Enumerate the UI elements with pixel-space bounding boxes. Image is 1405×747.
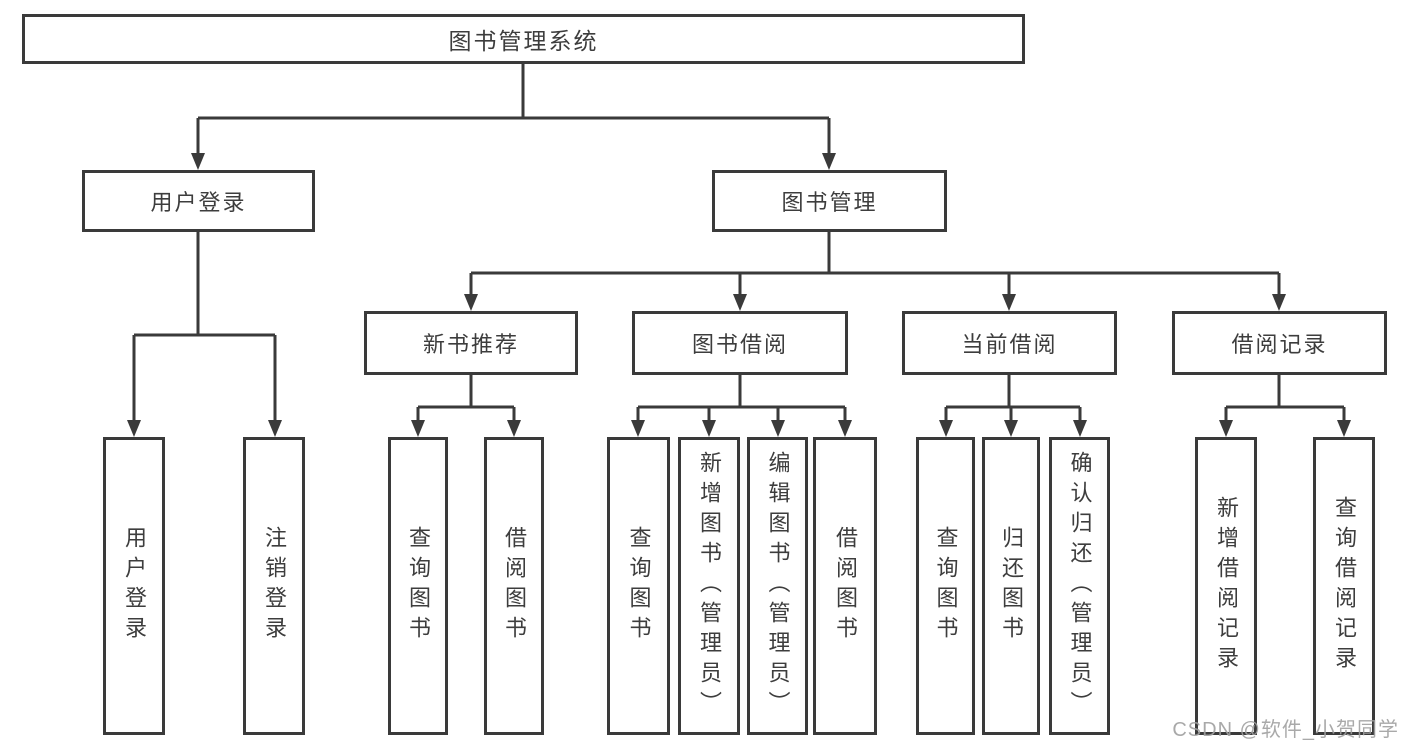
arrowhead: [127, 420, 141, 437]
node-leaf-logout: 注销登录: [243, 437, 305, 735]
node-current-borrow: 当前借阅: [902, 311, 1117, 375]
node-leaf-return-books: 归还图书: [982, 437, 1040, 735]
node-label: 查询图书: [626, 526, 652, 646]
node-label: 借阅图书: [502, 526, 527, 646]
arrowhead: [838, 420, 852, 437]
connector-root-to-level2: [196, 64, 831, 155]
arrowhead: [1073, 420, 1087, 437]
node-root: 图书管理系统: [22, 14, 1025, 64]
node-leaf-query-books-nb: 查询图书: [388, 437, 448, 735]
arrowhead: [1337, 420, 1351, 437]
node-leaf-confirm-return: 确认归还（管理员）: [1049, 437, 1110, 735]
node-user-login: 用户登录: [82, 170, 315, 232]
arrowhead: [1272, 294, 1286, 311]
node-label: 编辑图书（管理员）: [765, 451, 791, 721]
node-label: 注销登录: [262, 526, 287, 646]
connector-bookborrow-to-leaves: [636, 375, 847, 422]
node-label: 查询图书: [933, 526, 959, 646]
node-leaf-query-books-cb: 查询图书: [916, 437, 975, 735]
arrowhead: [1002, 294, 1016, 311]
node-new-book-rec: 新书推荐: [364, 311, 578, 375]
node-book-borrow: 图书借阅: [632, 311, 848, 375]
node-label: 图书管理: [781, 190, 878, 215]
node-label: 当前借阅: [961, 332, 1058, 357]
node-label: 用户登录: [150, 190, 247, 215]
connector-newbookrec-to-leaves: [416, 375, 516, 422]
arrowhead: [631, 420, 645, 437]
node-label: 新增借阅记录: [1214, 496, 1239, 676]
arrowhead: [733, 294, 747, 311]
node-label: 借阅图书: [833, 526, 858, 646]
node-leaf-user-login: 用户登录: [103, 437, 165, 735]
node-label: 查询借阅记录: [1332, 496, 1357, 676]
node-label: 图书管理系统: [448, 28, 599, 54]
arrowhead: [464, 294, 478, 311]
node-leaf-edit-books: 编辑图书（管理员）: [747, 437, 808, 735]
node-leaf-query-borrow-record: 查询借阅记录: [1313, 437, 1375, 735]
node-label: 借阅记录: [1231, 332, 1328, 357]
node-leaf-query-books-bb: 查询图书: [607, 437, 670, 735]
node-borrow-records: 借阅记录: [1172, 311, 1387, 375]
arrowheads: [127, 153, 1351, 437]
arrowhead: [411, 420, 425, 437]
arrowhead: [822, 153, 836, 170]
node-label: 用户登录: [122, 526, 147, 646]
node-leaf-borrow-books-nb: 借阅图书: [484, 437, 544, 735]
connector-bookmgmt-to-level3: [469, 232, 1281, 296]
arrowhead: [939, 420, 953, 437]
arrowhead: [1219, 420, 1233, 437]
node-label: 查询图书: [406, 526, 431, 646]
node-label: 归还图书: [999, 526, 1024, 646]
node-label: 图书借阅: [691, 332, 788, 357]
arrowhead: [1004, 420, 1018, 437]
connector-userlogin-to-leaves: [132, 232, 277, 422]
node-leaf-add-books: 新增图书（管理员）: [678, 437, 740, 735]
connector-currentborrow-to-leaves: [944, 375, 1082, 422]
node-leaf-add-borrow-record: 新增借阅记录: [1195, 437, 1257, 735]
node-label: 新增图书（管理员）: [697, 451, 722, 721]
node-book-mgmt: 图书管理: [712, 170, 947, 232]
connector-borrowrecords-to-leaves: [1224, 375, 1346, 422]
arrowhead: [771, 420, 785, 437]
arrowhead: [191, 153, 205, 170]
csdn-watermark: CSDN @软件_小贺同学: [1172, 719, 1399, 741]
node-label: 确认归还（管理员）: [1067, 451, 1093, 721]
arrowhead: [507, 420, 521, 437]
node-label: 新书推荐: [422, 332, 519, 357]
arrowhead: [702, 420, 716, 437]
node-leaf-borrow-books-bb: 借阅图书: [813, 437, 877, 735]
arrowhead: [268, 420, 282, 437]
